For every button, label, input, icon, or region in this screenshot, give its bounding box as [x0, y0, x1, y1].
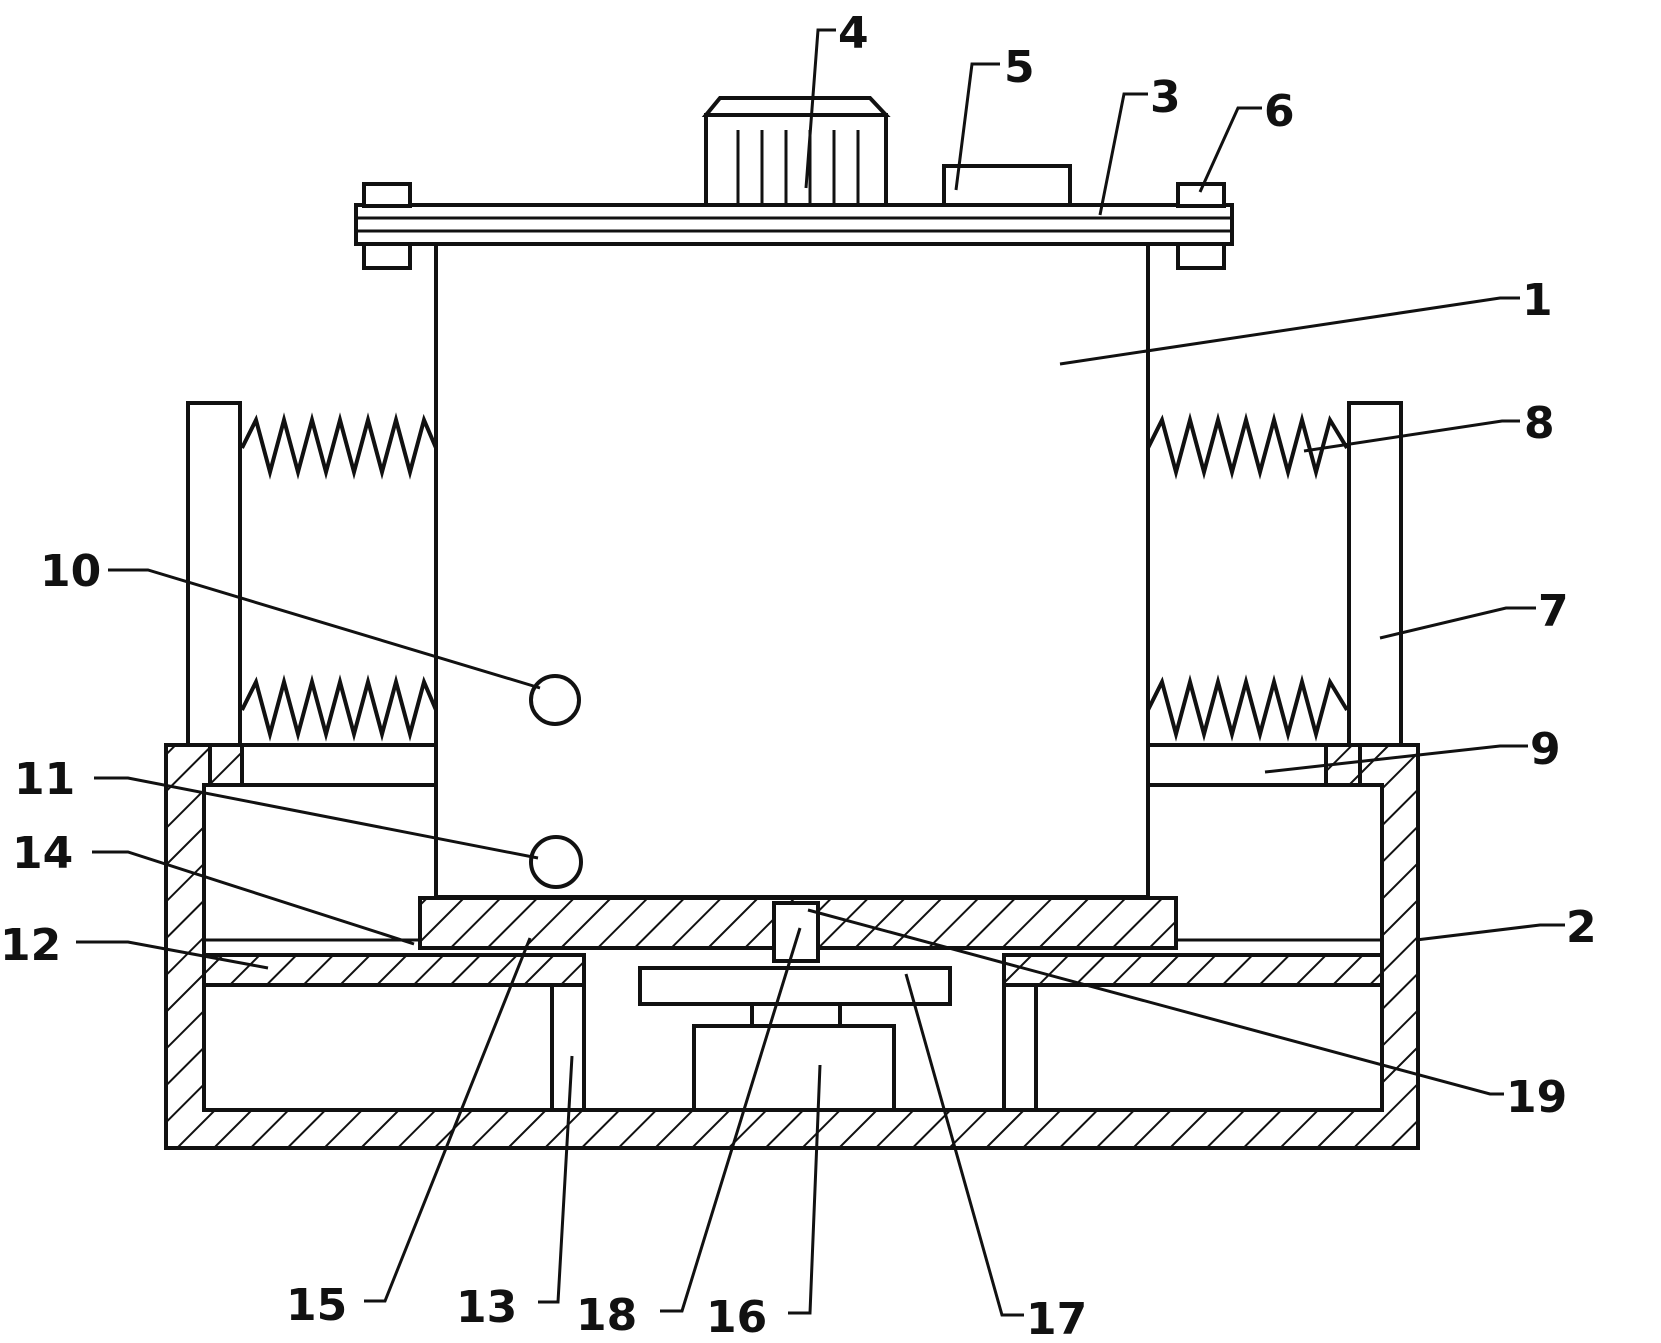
label-2: 2 — [1566, 902, 1597, 953]
label-17: 17 — [1026, 1294, 1087, 1343]
springs — [240, 412, 1349, 742]
label-10: 10 — [40, 546, 101, 597]
controller-box — [942, 164, 1072, 207]
label-4: 4 — [838, 8, 869, 59]
main-body — [434, 242, 1150, 899]
label-15: 15 — [286, 1280, 347, 1331]
turntable-hub — [750, 1002, 842, 1028]
part-labels: 4 5 3 6 1 8 7 9 2 19 10 11 14 12 15 13 1… — [0, 8, 1597, 1343]
label-5: 5 — [1004, 42, 1035, 93]
label-8: 8 — [1524, 398, 1555, 449]
upper-port — [529, 674, 581, 726]
label-16: 16 — [706, 1292, 767, 1343]
bolts — [362, 182, 1226, 270]
label-7: 7 — [1538, 586, 1569, 637]
label-18: 18 — [576, 1290, 637, 1341]
label-13: 13 — [456, 1282, 517, 1333]
label-9: 9 — [1530, 724, 1561, 775]
guide-posts — [186, 401, 1403, 747]
support-plate — [202, 938, 1384, 987]
label-6: 6 — [1264, 86, 1295, 137]
label-11: 11 — [14, 754, 75, 805]
lower-port — [529, 835, 583, 889]
label-3: 3 — [1150, 72, 1181, 123]
drive-motor — [692, 1024, 896, 1112]
label-1: 1 — [1522, 275, 1553, 326]
supports — [550, 983, 1038, 1112]
top-cover — [354, 203, 1234, 246]
label-19: 19 — [1506, 1072, 1567, 1123]
label-12: 12 — [0, 920, 61, 971]
turntable — [638, 966, 952, 1006]
motor — [701, 96, 891, 207]
label-14: 14 — [12, 828, 73, 879]
shaft — [772, 901, 820, 963]
leader-lines — [76, 28, 1565, 1317]
